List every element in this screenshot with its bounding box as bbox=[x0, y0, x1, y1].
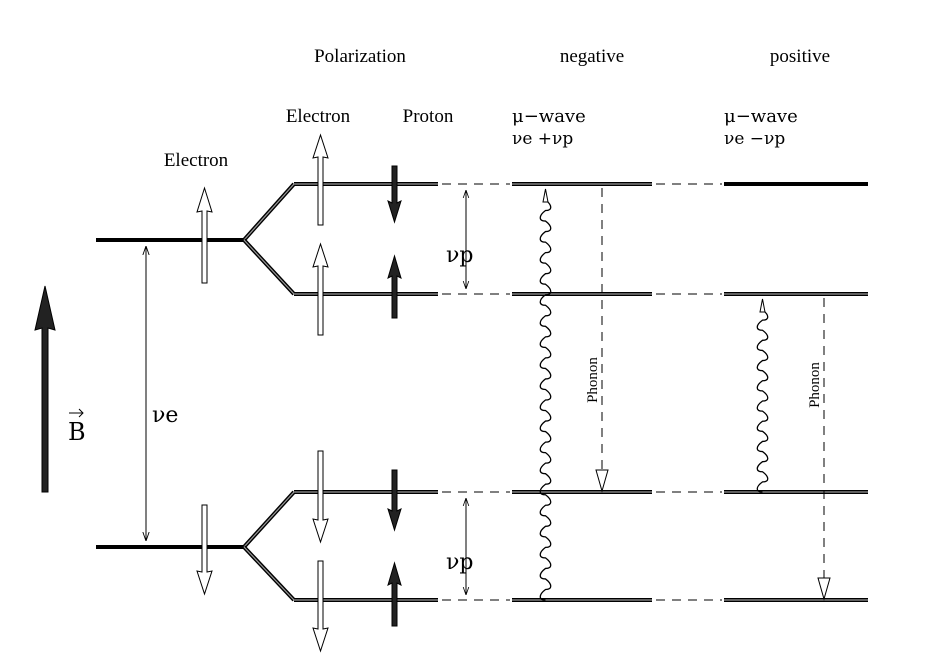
magnetic-field-label: B bbox=[68, 418, 86, 446]
phonon-arrowhead-icon bbox=[817, 577, 831, 601]
negative-phonon-label: Phonon bbox=[585, 357, 601, 403]
proton-spin-down-icon bbox=[387, 469, 402, 532]
proton-spin-up-icon bbox=[387, 254, 402, 319]
positive-header: positive bbox=[770, 46, 830, 67]
microwave-arrowhead-icon bbox=[759, 298, 766, 313]
electron-spin-down-icon bbox=[196, 504, 213, 596]
negative-frequency-label: νe +νp bbox=[512, 129, 573, 149]
nu-e-label: νe bbox=[152, 403, 178, 428]
proton-column-label: Proton bbox=[403, 106, 454, 127]
negative-column-levels bbox=[512, 182, 652, 602]
microwave-arrowhead-icon bbox=[542, 188, 549, 203]
split-levels bbox=[294, 182, 438, 602]
dashed-level-connectors bbox=[442, 183, 722, 601]
positive-column-levels bbox=[724, 182, 868, 602]
magnetic-field-arrow bbox=[34, 285, 56, 493]
electron-spin-down-icon bbox=[312, 560, 329, 653]
negative-header: negative bbox=[560, 46, 624, 67]
electron-left-label: Electron bbox=[164, 150, 229, 171]
positive-frequency-label: νe −νp bbox=[724, 129, 785, 149]
electron-spin-down-icon bbox=[312, 450, 329, 544]
phonon-arrowhead-icon bbox=[595, 469, 609, 493]
negative-mu-wave-label: μ−wave bbox=[512, 106, 586, 127]
nu-p-lower-label: νp bbox=[446, 550, 473, 575]
polarization-header: Polarization bbox=[314, 46, 406, 67]
proton-spin-down-icon bbox=[387, 165, 402, 224]
hyperfine-splitting-branches bbox=[242, 182, 296, 602]
negative-microwave-transition bbox=[539, 199, 552, 601]
vector-arrow-icon bbox=[69, 408, 84, 418]
nu-p-upper-label: νp bbox=[446, 243, 473, 268]
proton-spin-up-icon bbox=[387, 561, 402, 627]
positive-phonon-label: Phonon bbox=[807, 362, 823, 408]
electron-spin-up-icon bbox=[196, 186, 213, 284]
electron-spin-up-icon bbox=[312, 133, 329, 226]
positive-mu-wave-label: μ−wave bbox=[724, 106, 798, 127]
positive-microwave-transition bbox=[756, 309, 769, 493]
electron-column-label: Electron bbox=[286, 106, 351, 127]
electron-levels bbox=[96, 238, 244, 549]
electron-spin-up-icon bbox=[312, 242, 329, 336]
